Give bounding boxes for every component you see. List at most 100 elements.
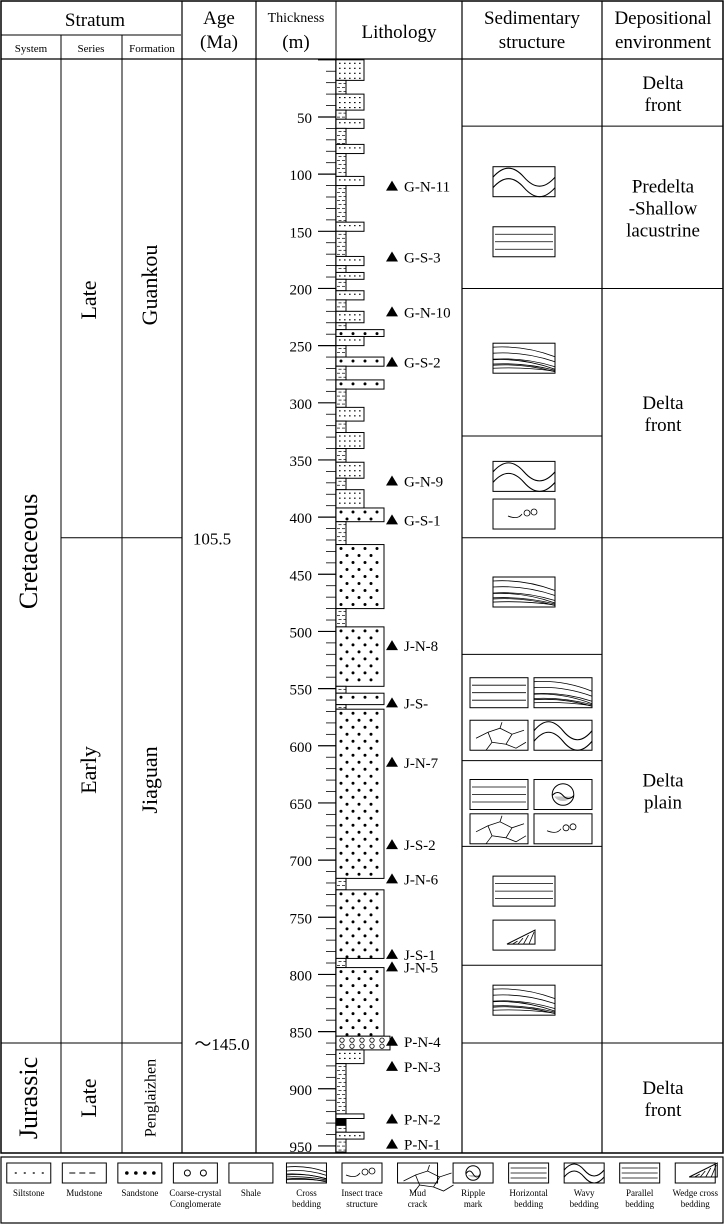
- sample-label: G-N-10: [404, 305, 451, 321]
- horizontal-bedding-icon: [469, 677, 529, 709]
- sand-dot: [369, 816, 373, 820]
- triangle-icon: [386, 1060, 398, 1071]
- legend-label: bedding: [681, 1199, 710, 1209]
- sand-dot: [375, 809, 379, 813]
- legend-label: Sandstone: [121, 1188, 158, 1198]
- sand-dot: [339, 547, 343, 551]
- lithology-bed: [335, 704, 347, 710]
- lithology-bed: [335, 420, 347, 434]
- legend-item-shale: Shale: [228, 1162, 274, 1198]
- bed-outline: [335, 265, 347, 273]
- sand-dot: [357, 664, 361, 668]
- symbol-stroke: [492, 988, 556, 1000]
- symbol-stroke: [492, 597, 556, 605]
- sand-dot: [363, 781, 367, 785]
- sand-dot: [351, 382, 355, 386]
- sand-dot: [351, 359, 355, 363]
- triangle-icon: [386, 873, 398, 884]
- symbol-stroke: [492, 586, 556, 596]
- symbol-stroke: [413, 1184, 420, 1194]
- cross-bedding-icon: [285, 1162, 327, 1184]
- symbol-stroke: [523, 934, 529, 945]
- sand-dot: [339, 725, 343, 729]
- symbol-stroke: [505, 835, 527, 843]
- symbol-stroke: [286, 1170, 327, 1176]
- sample-marker: G-S-2: [386, 356, 441, 372]
- legend-swatch: [172, 1162, 218, 1184]
- symbol-stroke: [345, 1172, 361, 1177]
- pebble: [183, 1169, 191, 1177]
- sand-dot: [345, 927, 349, 931]
- age-label: ～145.0: [194, 1035, 249, 1054]
- system-label: Jurassic: [14, 1057, 43, 1139]
- lithology-bed: [335, 310, 365, 324]
- sample-label: J-N-8: [404, 639, 438, 655]
- sand-dot: [363, 711, 367, 715]
- lithology-bed: [335, 379, 385, 390]
- sand-dot: [345, 991, 349, 995]
- sand-dot: [375, 629, 379, 633]
- system-header: System: [15, 43, 48, 55]
- triangle-icon: [386, 697, 398, 708]
- structure-interval: [469, 779, 593, 845]
- symbol-stroke: [533, 692, 593, 702]
- sand-dot: [351, 725, 355, 729]
- sand-dot: [369, 830, 373, 834]
- sand-dot: [351, 711, 355, 715]
- sand-dot: [357, 760, 361, 764]
- lithology-bed: [335, 143, 365, 155]
- legend-swatch: [117, 1162, 163, 1184]
- sand-dot: [351, 657, 355, 661]
- symbol-stroke: [286, 1173, 327, 1180]
- lithology-bed: [335, 1138, 347, 1153]
- symbol-stroke: [286, 1166, 327, 1173]
- triangle-icon: [386, 839, 398, 850]
- wavy-bedding-icon: [533, 719, 593, 751]
- structure-interval: [469, 677, 593, 751]
- sample-label: G-S-3: [404, 250, 441, 266]
- lithology-bed: [335, 1063, 347, 1115]
- sample-marker: J-N-5: [386, 960, 438, 976]
- sand-dot: [339, 657, 343, 661]
- symbol-stroke: [569, 823, 577, 831]
- bed-outline: [335, 299, 347, 312]
- sand-dot: [351, 823, 355, 827]
- pebble: [339, 1043, 345, 1049]
- symbol-stroke: [562, 824, 570, 832]
- pebble: [369, 1037, 375, 1043]
- legend-label: Conglomerate: [170, 1199, 221, 1209]
- bed-outline: [335, 521, 347, 546]
- sand-dot: [375, 948, 379, 952]
- sand-dot: [357, 816, 361, 820]
- bed-outline: [335, 335, 365, 347]
- legend-label: Coarse-crystal: [169, 1188, 221, 1198]
- legend-label: Wavy: [574, 1188, 595, 1198]
- pebble: [359, 1037, 365, 1043]
- legend-label: Wedge cross: [672, 1188, 718, 1198]
- wedge-cross-bedding-icon: [492, 919, 556, 951]
- sand-dot: [339, 934, 343, 938]
- bed-outline: [335, 127, 347, 145]
- sand-dot: [363, 865, 367, 869]
- legend-item-mudstone: Mudstone: [61, 1162, 107, 1198]
- legend-label: crack: [408, 1199, 428, 1209]
- sand-dot: [339, 984, 343, 988]
- sand-dot: [125, 1171, 129, 1175]
- lithology-bed: [335, 79, 347, 95]
- lithology-bed: [335, 1113, 365, 1119]
- sand-dot: [339, 671, 343, 675]
- sand-dot: [363, 892, 367, 896]
- sand-dot: [369, 941, 373, 945]
- symbol-stroke: [485, 835, 493, 845]
- sand-dot: [351, 892, 355, 896]
- legend-label: bedding: [292, 1199, 321, 1209]
- structure-interval: [492, 166, 556, 258]
- sample-label: J-S-: [404, 696, 428, 712]
- legend-label: Cross: [296, 1188, 317, 1198]
- stratum-columns: CretaceousJurassicLateEarlyLateGuankouJi…: [1, 245, 182, 1139]
- symbol-stroke: [492, 592, 556, 601]
